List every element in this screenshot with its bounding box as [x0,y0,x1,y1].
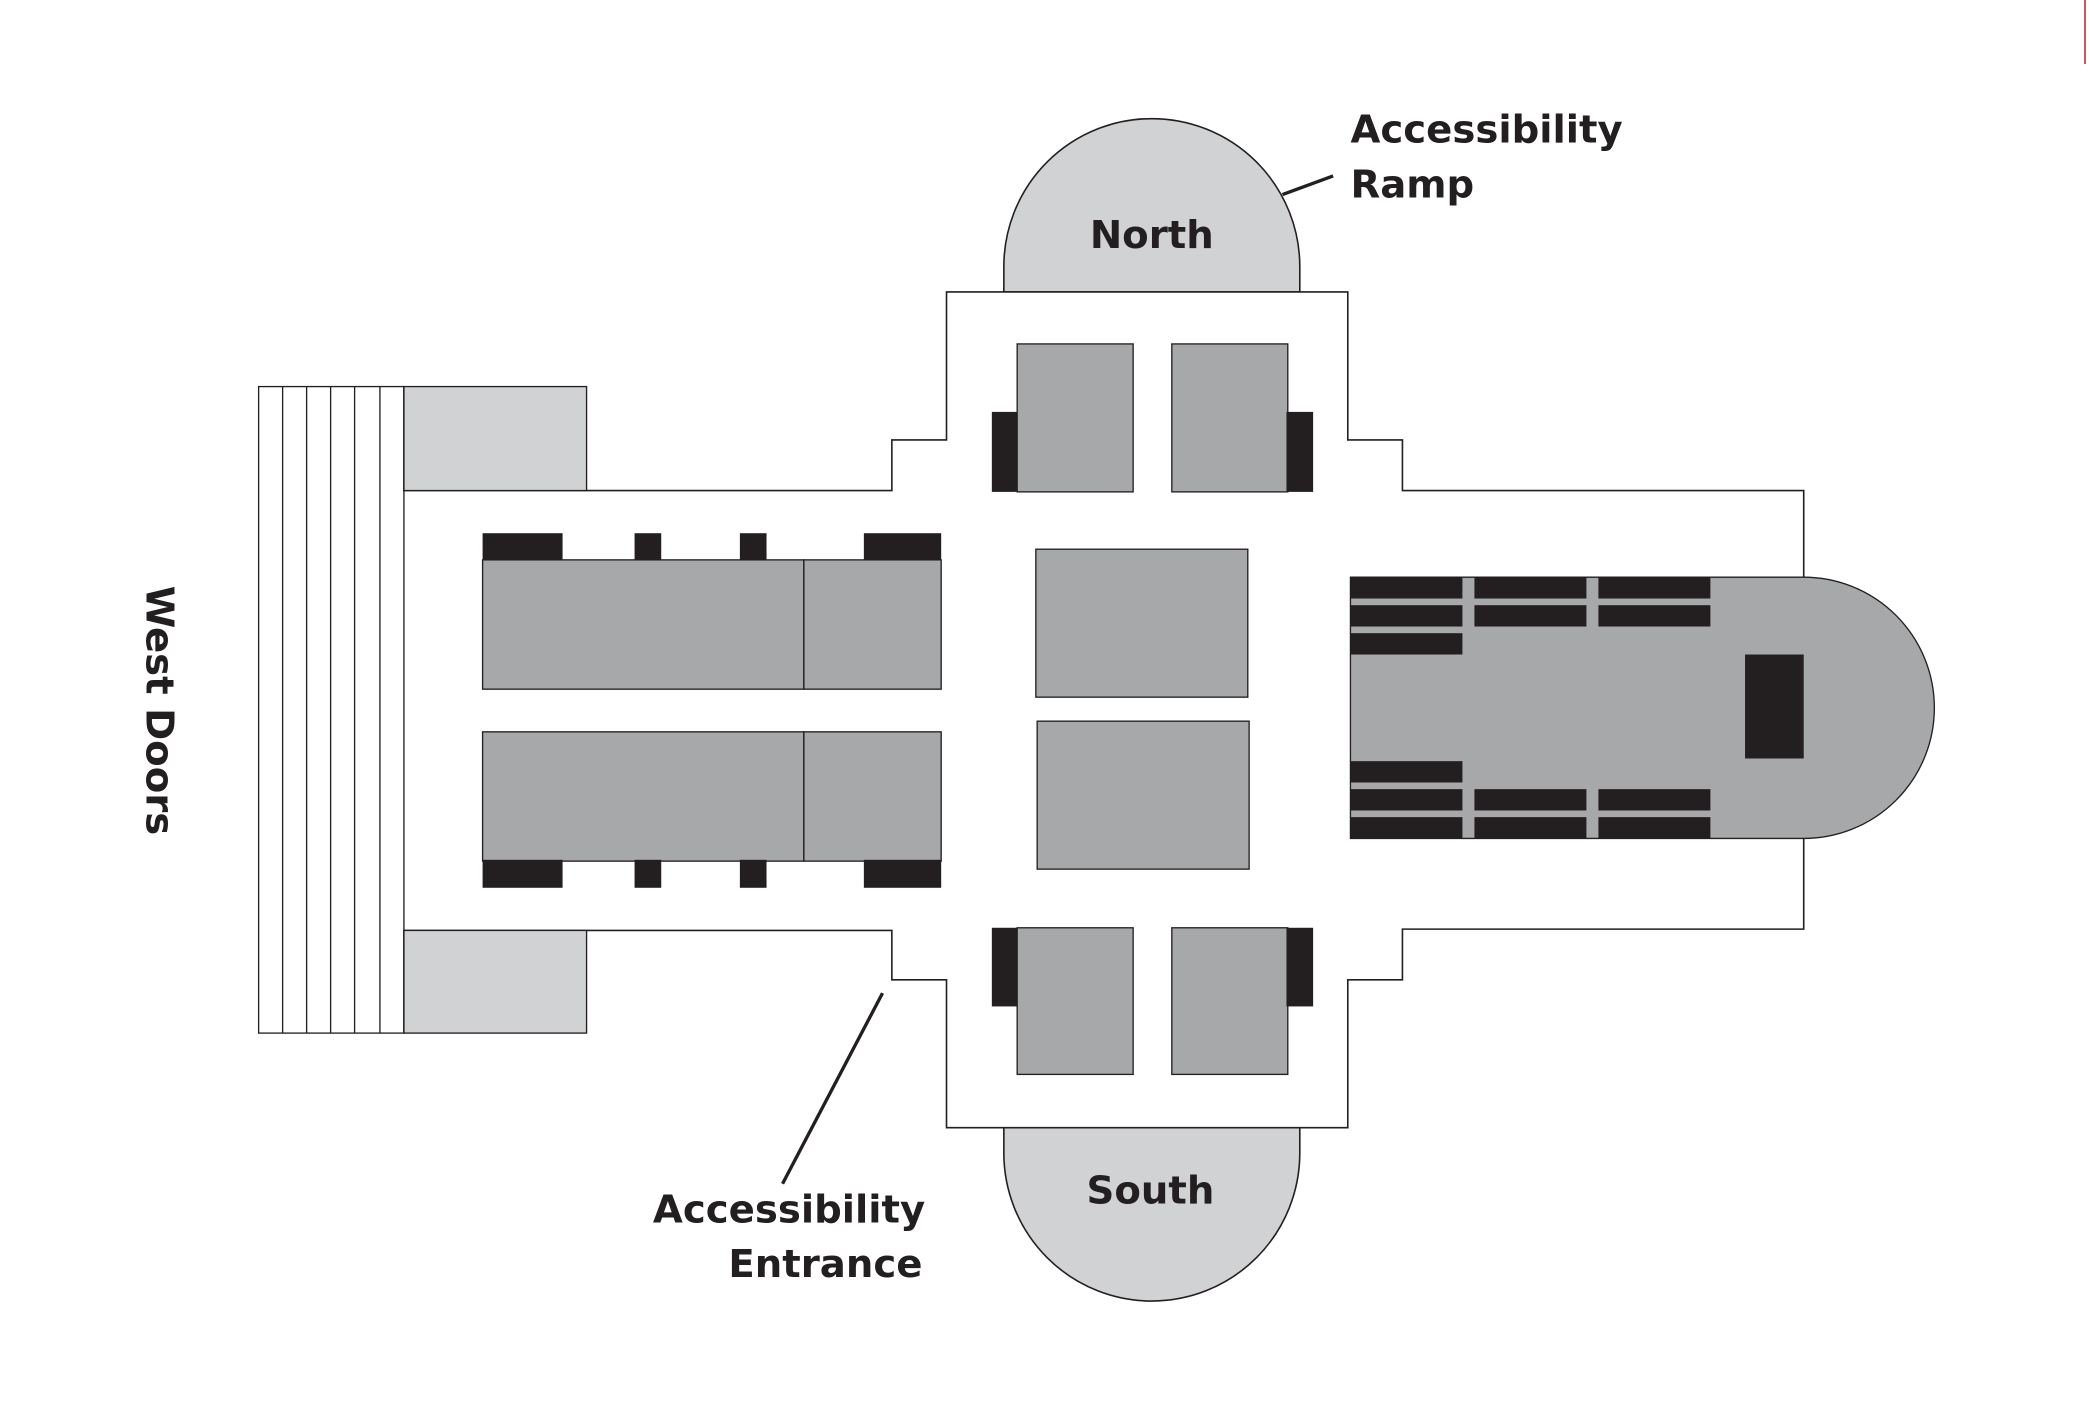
entrance-leader-line [781,992,885,1185]
crossing-block-north [1035,548,1249,698]
ramp-leader-line [1281,174,1334,197]
north-transept-apse [1003,117,1301,293]
south-transept-apse [1003,1126,1301,1302]
west-steps [257,385,405,1034]
north-label: North [1090,213,1214,258]
nave-pews-north [481,533,942,690]
chancel [1349,576,1936,840]
entrance-label-line1: Accessibility [653,1187,925,1232]
ramp-label-line1: Accessibility [1350,108,1622,153]
south-transept-pews [991,927,1314,1076]
north-transept-pews [991,343,1314,493]
west-room-north [403,385,588,492]
nave-pews-south [481,731,942,888]
crossing-block-south [1036,720,1250,870]
entrance-label-line2: Entrance [728,1242,922,1287]
altar [1745,654,1804,759]
west-room-south [403,929,588,1034]
west-doors-label: West Doors [137,586,182,836]
south-label: South [1087,1169,1215,1214]
ramp-label-line2: Ramp [1350,162,1474,207]
choir-stalls-north [1350,577,1711,655]
choir-stalls-south [1350,761,1711,839]
